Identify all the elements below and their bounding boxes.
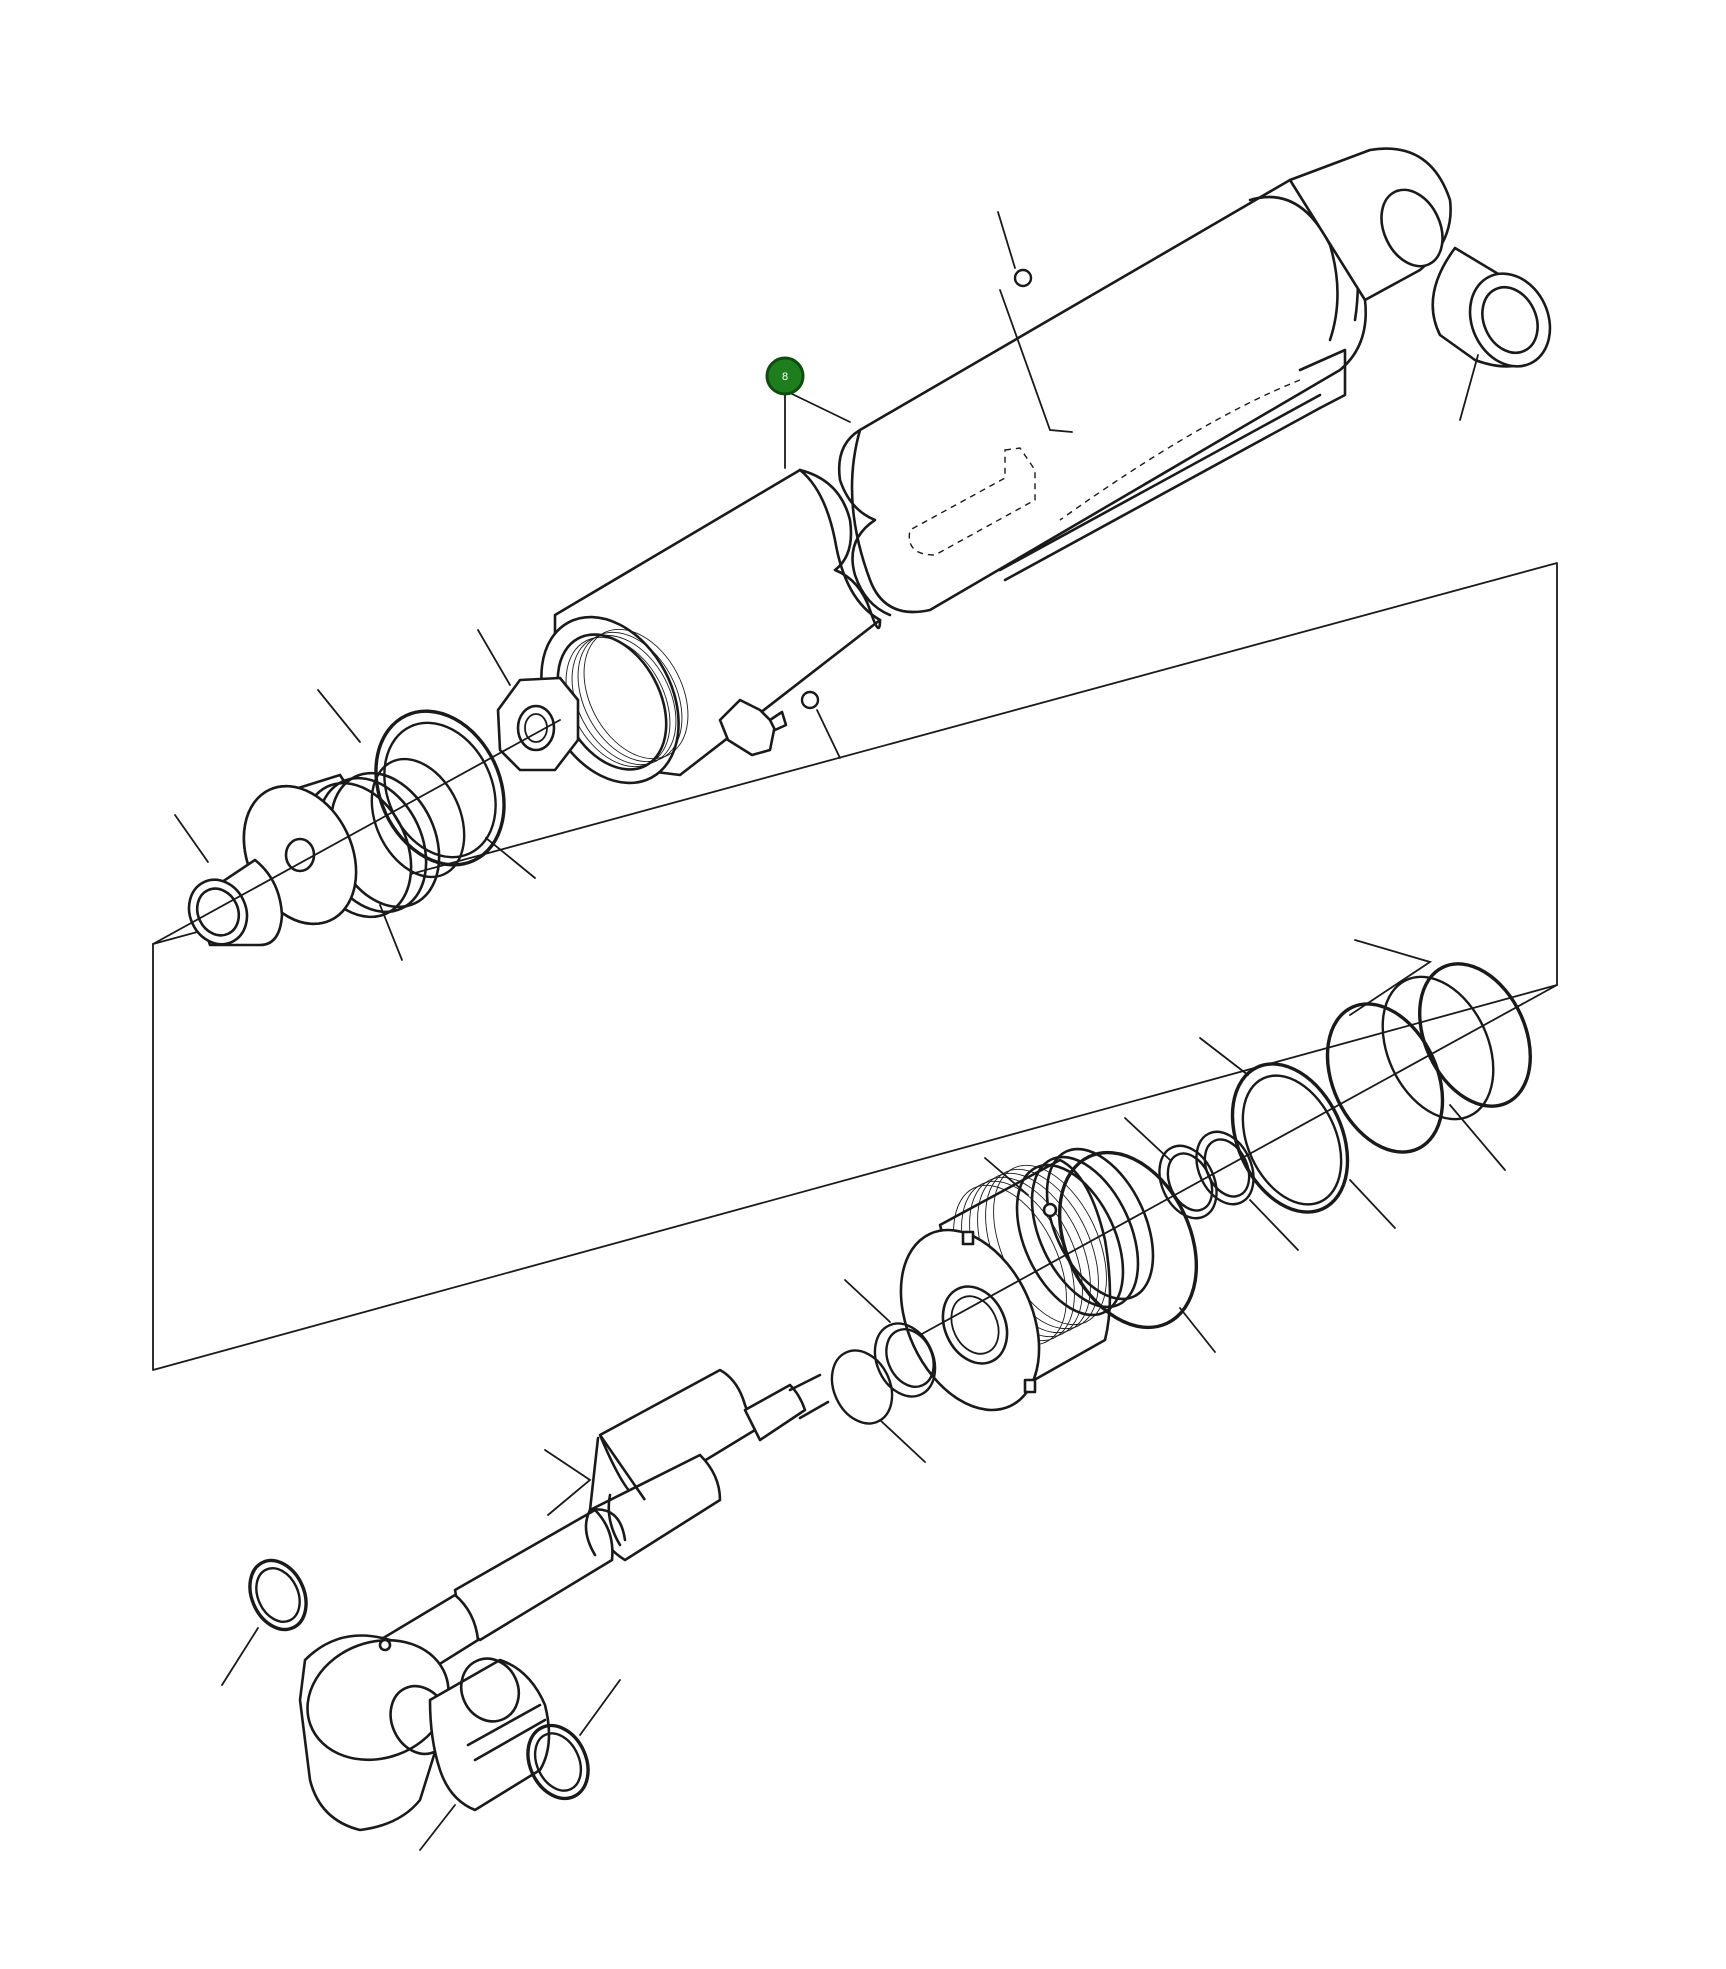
leader-seal-ring-group — [1349, 939, 1433, 1016]
wiper-ring — [370, 757, 466, 879]
seal-ring-3 — [1381, 975, 1495, 1121]
leader-rod-seal — [844, 1279, 891, 1323]
leader-retaining-ring-right — [579, 1679, 621, 1736]
centerline-lower — [919, 984, 1558, 1336]
bushing — [187, 858, 284, 947]
leader-seal-ring-4 — [1449, 1104, 1506, 1171]
large-seal-ring — [374, 709, 506, 867]
leader-wiper-ring — [317, 689, 361, 743]
leader-o-ring-fitting — [816, 709, 841, 759]
leader-piston-rod — [544, 1449, 592, 1516]
centerline-upper — [152, 719, 561, 945]
seal-ring-1 — [1230, 1062, 1350, 1214]
o-ring-small-top — [1013, 268, 1033, 288]
leader-o-ring-small-top — [997, 211, 1016, 269]
leader-retaining-ring-left — [221, 1627, 259, 1686]
leader-bushing — [174, 814, 209, 863]
cylinder-tube — [540, 147, 1452, 785]
clevis-pin-upper — [1431, 246, 1552, 368]
leader-snap-ring — [879, 1419, 926, 1463]
retaining-ring-left — [248, 1558, 308, 1632]
leader-port-fitting — [999, 289, 1073, 433]
clevis-pin-lower — [428, 1657, 551, 1812]
lock-nut — [496, 676, 580, 772]
leader-lock-nut — [477, 629, 511, 686]
seal-ring-4 — [1417, 962, 1533, 1108]
snap-ring — [830, 1349, 894, 1425]
leader-large-seal-ring — [485, 837, 536, 879]
leader-clevis-pin-lower — [419, 1804, 456, 1851]
leader-guide-ring-2 — [1249, 1199, 1299, 1251]
rod-seal-inner — [885, 1328, 935, 1388]
leader-clevis-pin-upper — [1459, 354, 1479, 421]
leader-piston — [984, 1157, 1029, 1196]
retaining-ring-right — [526, 1723, 590, 1801]
seal-ring-1-inner — [1241, 1074, 1343, 1206]
leader-gland — [379, 904, 403, 961]
assembly-frame — [152, 562, 1558, 1371]
rod-eye — [298, 1634, 451, 1832]
guide-ring-2 — [1195, 1130, 1255, 1206]
callout-8-badge[interactable]: 8 — [765, 356, 805, 396]
elbow-fitting — [718, 698, 788, 757]
leader-seal-ring-1 — [1199, 1037, 1249, 1076]
seal-ring-2 — [1325, 1002, 1445, 1154]
leader-seal-ring-1-b — [1349, 1179, 1396, 1229]
retaining-ring-right-inner — [533, 1732, 583, 1792]
callout-leader-tube-rear — [787, 391, 851, 423]
retaining-ring-left-inner — [255, 1567, 301, 1623]
leader-guide-ring-1 — [1124, 1117, 1171, 1161]
o-ring-fitting — [800, 690, 820, 710]
guide-ring-1 — [1158, 1144, 1218, 1220]
leader-piston-seal — [1179, 1307, 1216, 1353]
